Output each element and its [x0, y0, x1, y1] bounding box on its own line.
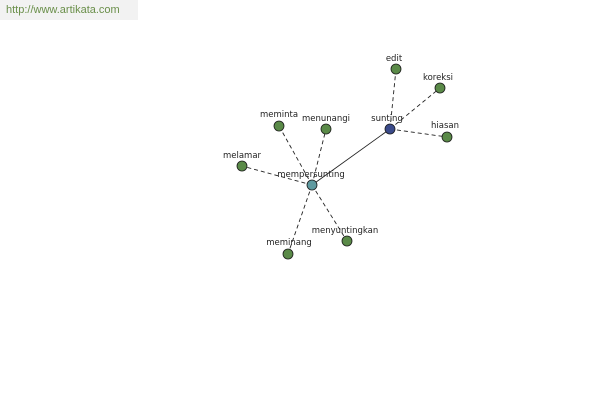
edges-layer: [241, 68, 448, 255]
node-label-menyuntingkan: menyuntingkan: [312, 226, 379, 236]
edge-mempersunting-melamar: [241, 165, 313, 186]
node-mempersunting[interactable]: [306, 179, 318, 191]
labels-layer: mempersunting sunting edit koreksi hiasan mem…: [223, 54, 459, 248]
node-label-edit: edit: [386, 54, 403, 64]
edge-sunting-edit: [389, 68, 397, 130]
node-sunting[interactable]: [384, 123, 396, 135]
node-label-koreksi: koreksi: [423, 73, 453, 83]
node-menyuntingkan[interactable]: [341, 235, 353, 247]
node-label-sunting: sunting: [371, 114, 403, 124]
edge-mempersunting-meminta: [278, 125, 313, 186]
node-label-meminta: meminta: [260, 110, 298, 120]
node-label-menunangi: menunangi: [302, 114, 350, 124]
node-meminang[interactable]: [282, 248, 294, 260]
watermark-url: http://www.artikata.com: [0, 0, 138, 20]
node-meminta[interactable]: [273, 120, 285, 132]
node-hiasan[interactable]: [441, 131, 453, 143]
node-edit[interactable]: [390, 63, 402, 75]
nodes-layer: [236, 63, 453, 260]
edge-sunting-koreksi: [389, 87, 441, 130]
node-menunangi[interactable]: [320, 123, 332, 135]
node-label-mempersunting: mempersunting: [277, 170, 345, 180]
edge-mempersunting-sunting: [311, 128, 391, 186]
edge-sunting-hiasan: [389, 128, 448, 138]
node-label-melamar: melamar: [223, 151, 262, 161]
node-koreksi[interactable]: [434, 82, 446, 94]
node-label-meminang: meminang: [266, 238, 312, 248]
node-label-hiasan: hiasan: [431, 121, 459, 131]
node-melamar[interactable]: [236, 160, 248, 172]
edge-mempersunting-menunangi: [311, 128, 327, 186]
edge-mempersunting-meminang: [287, 184, 313, 255]
